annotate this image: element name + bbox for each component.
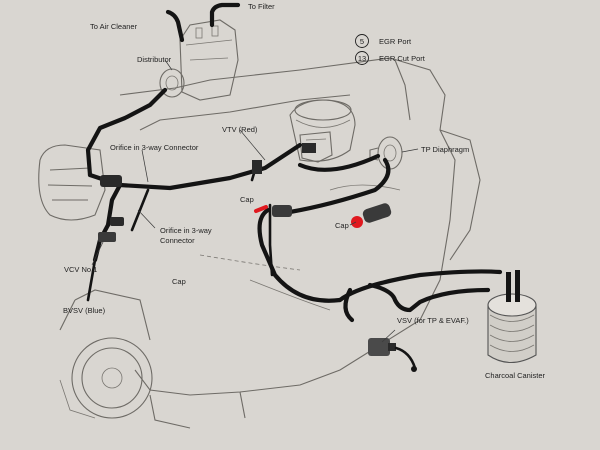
charcoal-canister [487, 270, 537, 364]
label-vtv: VTV (Red) [222, 125, 258, 134]
vcv-valve [98, 232, 116, 242]
label-bvsv: BVSV (Blue) [63, 306, 106, 315]
components [98, 143, 417, 372]
engine-outline [38, 19, 481, 429]
labels: To Air Cleaner To Filter Distributor VTV… [63, 2, 546, 380]
vsv-valve [368, 338, 417, 372]
legend-text-egr-cut-port: EGR Cut Port [379, 54, 426, 63]
label-orifice-bottom-line1: Orifice in 3-way [160, 226, 212, 235]
label-distributor: Distributor [137, 55, 172, 64]
label-vsv: VSV (for TP & EVAF.) [397, 316, 469, 325]
cap-right-body [362, 203, 392, 223]
label-tp-diaphragm: TP Diaphragm [421, 145, 469, 154]
label-vcv: VCV No.1 [64, 265, 97, 274]
legend: 5 EGR Port 13 EGR Cut Port [355, 34, 426, 65]
label-cap-right: Cap [335, 221, 349, 230]
label-to-air-cleaner: To Air Cleaner [90, 22, 138, 31]
legend-num-13: 13 [358, 54, 366, 63]
legend-circle-13 [355, 51, 369, 65]
label-orifice-bottom-line2: Connector [160, 236, 195, 245]
leader-lines [91, 59, 419, 343]
legend-num-5: 5 [360, 37, 364, 46]
legend-circle-5 [355, 34, 369, 48]
legend-text-egr-port: EGR Port [379, 37, 412, 46]
label-orifice-top: Orifice in 3-way Connector [110, 143, 199, 152]
cap-upper-red-icon [254, 205, 268, 213]
cap-upper-body [272, 205, 292, 217]
label-to-filter: To Filter [248, 2, 275, 11]
cap-right-red-icon [351, 216, 363, 228]
vtv-valve [302, 143, 316, 153]
label-cap-upper: Cap [240, 195, 254, 204]
label-cap-lower: Cap [172, 277, 186, 286]
vacuum-hoses [85, 2, 503, 323]
label-charcoal-canister: Charcoal Canister [485, 371, 546, 380]
orifice-connector-lower [110, 217, 124, 226]
orifice-connector-upper [100, 175, 122, 187]
